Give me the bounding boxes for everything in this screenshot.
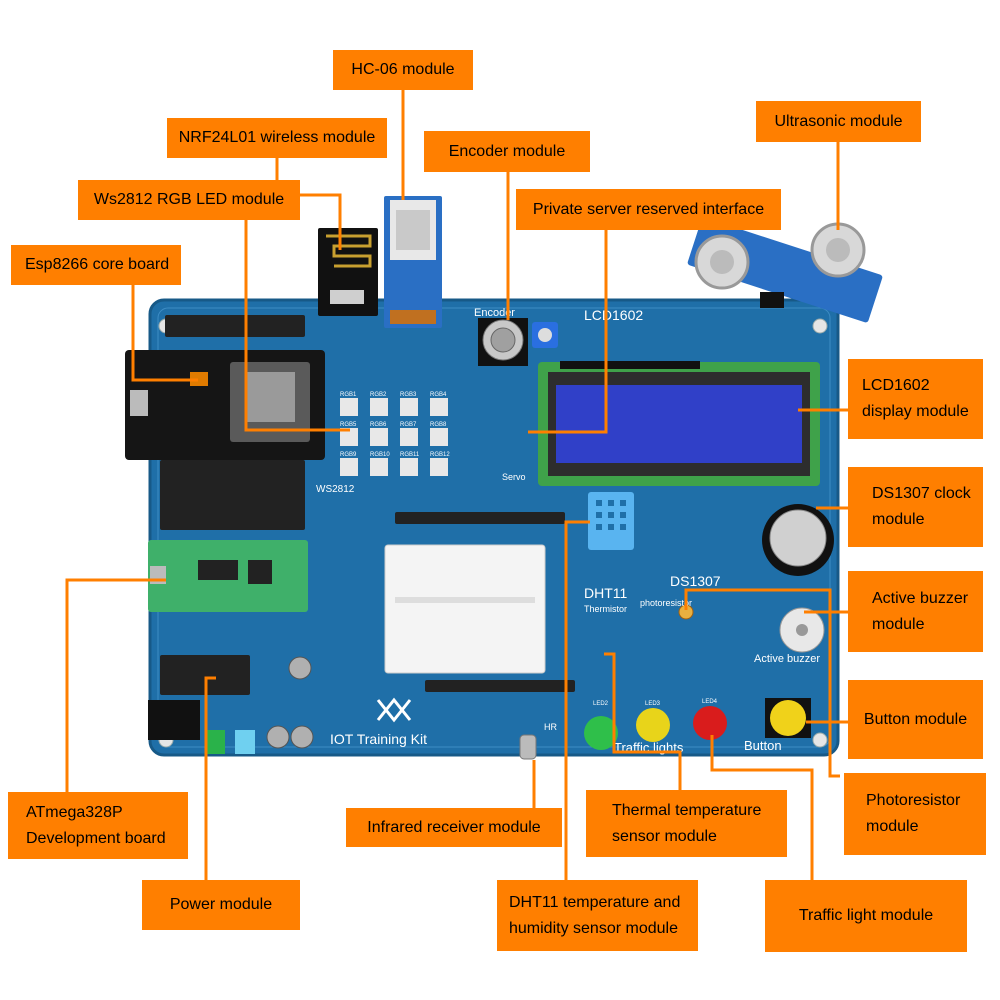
silk-rgb-label: RGB8 xyxy=(430,422,447,428)
callout-thermal-line1: Thermal temperature xyxy=(612,801,762,819)
push-button xyxy=(765,698,811,738)
board-title: IOT Training Kit xyxy=(330,731,427,747)
power-section xyxy=(148,656,314,754)
iot-logo xyxy=(376,697,412,723)
callout-thermal: Thermal temperature sensor module xyxy=(586,790,787,857)
led-red xyxy=(693,706,727,740)
leader-lines xyxy=(65,90,848,880)
callout-ds1307: DS1307 clock module xyxy=(848,467,983,547)
callout-photo-line2: module xyxy=(866,818,919,835)
silk-led4: LED4 xyxy=(702,699,718,705)
callout-ds1307-line1: DS1307 clock xyxy=(872,485,971,502)
silk-rgb-label: RGB2 xyxy=(370,392,387,398)
silk-led2: LED2 xyxy=(593,701,609,707)
callout-ultrasonic: Ultrasonic module xyxy=(756,101,921,142)
silk-ws2812: WS2812 xyxy=(316,484,355,495)
esp8266-board xyxy=(125,350,325,460)
callout-active-buzzer: Active buzzer module xyxy=(848,571,983,652)
callout-thermal-line2: sensor module xyxy=(612,827,717,845)
nrf24l01-board xyxy=(318,228,378,316)
callout-dht11-line2: humidity sensor module xyxy=(509,919,678,937)
callout-photo-line1: Photoresistor xyxy=(866,792,961,809)
silk-rgb-label: RGB10 xyxy=(370,452,390,458)
silk-rgb-label: RGB9 xyxy=(340,452,357,458)
mount-hole xyxy=(812,732,828,748)
silk-hr: HR xyxy=(544,722,557,732)
callout-infrared: Infrared receiver module xyxy=(346,808,562,847)
callout-atmega: ATmega328P Development board xyxy=(8,792,188,859)
silk-rgb-label: RGB3 xyxy=(400,392,417,398)
callout-private-server: Private server reserved interface xyxy=(516,189,781,230)
callout-traffic: Traffic light module xyxy=(765,880,967,952)
callout-button: Button module xyxy=(848,680,983,759)
silk-lcd1602: LCD1602 xyxy=(584,307,643,323)
callout-power: Power module xyxy=(142,880,300,930)
silk-button: Button xyxy=(744,738,782,753)
led-green xyxy=(584,716,618,750)
dht11-sensor xyxy=(588,492,634,550)
silk-rgb-label: RGB7 xyxy=(400,422,417,428)
callout-nrf24l01: NRF24L01 wireless module xyxy=(167,118,387,158)
silk-rgb-label: RGB12 xyxy=(430,452,450,458)
mount-hole xyxy=(812,318,828,334)
silk-rgb-label: RGB6 xyxy=(370,422,387,428)
callout-dht11: DHT11 temperature and humidity sensor mo… xyxy=(497,880,698,951)
silk-ds1307: DS1307 xyxy=(670,573,721,589)
callout-esp8266: Esp8266 core board xyxy=(11,245,181,285)
silk-encoder: Encoder xyxy=(474,307,515,319)
ds1307-battery xyxy=(762,504,834,576)
active-buzzer xyxy=(779,607,825,653)
callout-buzzer-line1: Active buzzer xyxy=(872,589,969,607)
silk-rgb-label: RGB11 xyxy=(400,452,420,458)
ws2812-grid xyxy=(340,398,448,476)
silk-led3: LED3 xyxy=(645,701,661,707)
lcd1602-board xyxy=(538,361,820,486)
header-pins xyxy=(160,315,575,695)
callout-ds1307-line2: module xyxy=(872,511,925,528)
ir-receiver xyxy=(519,734,537,760)
callout-hc06: HC-06 module xyxy=(333,50,473,90)
silk-active-buzzer: Active buzzer xyxy=(754,653,820,665)
callout-lcd1602-line1: LCD1602 xyxy=(862,377,930,394)
silk-servo: Servo xyxy=(502,472,526,482)
callout-lcd1602: LCD1602 display module xyxy=(848,359,983,439)
hc06-board xyxy=(384,196,442,328)
atmega-board xyxy=(148,540,308,612)
mini-breadboard xyxy=(384,544,546,674)
silk-rgb-label: RGB1 xyxy=(340,392,357,398)
callout-encoder: Encoder module xyxy=(424,131,590,172)
callout-buzzer-line2: module xyxy=(872,615,925,633)
silk-photoresistor: photoresistor xyxy=(640,598,692,608)
silk-rgb-label: RGB5 xyxy=(340,422,357,428)
silk-thermistor: Thermistor xyxy=(584,604,627,614)
callout-dht11-line1: DHT11 temperature and xyxy=(509,893,681,911)
callout-atmega-line2: Development board xyxy=(26,829,166,847)
callout-photoresistor: Photoresistor module xyxy=(844,773,986,855)
led-yellow xyxy=(636,708,670,742)
silk-dht11: DHT11 xyxy=(584,585,628,601)
callout-ws2812: Ws2812 RGB LED module xyxy=(78,180,300,220)
ultrasonic-board xyxy=(687,217,883,323)
callout-lcd1602-line2: display module xyxy=(862,403,969,420)
encoder-board xyxy=(478,318,558,366)
silk-rgb-label: RGB4 xyxy=(430,392,447,398)
callout-atmega-line1: ATmega328P xyxy=(26,803,123,821)
